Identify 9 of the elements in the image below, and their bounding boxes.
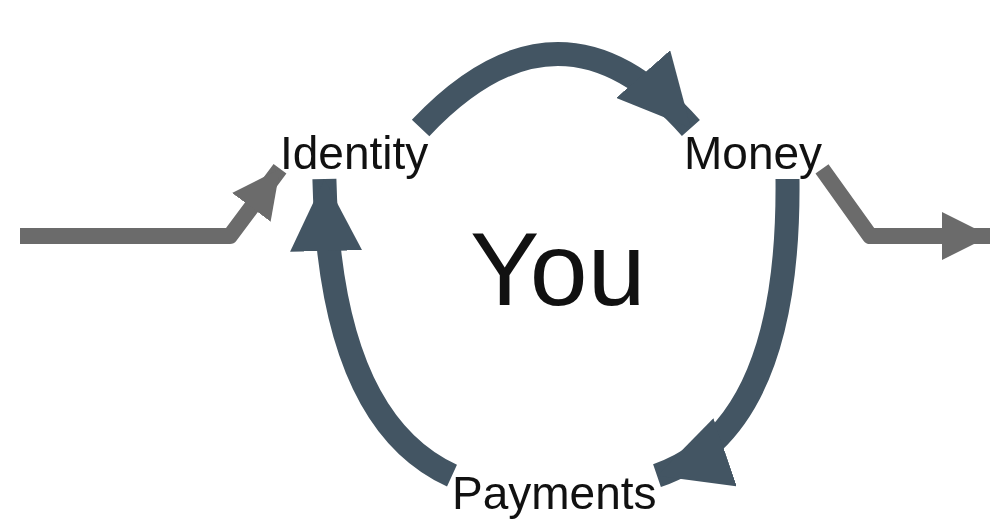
curved-arrow <box>412 42 700 137</box>
curved-arrow <box>291 178 458 487</box>
straight-arrow <box>815 164 990 260</box>
cycle-label: Identity <box>280 128 429 179</box>
straight-arrow <box>20 164 287 244</box>
center-label: You <box>470 212 646 327</box>
cycle-label: Payments <box>452 468 657 519</box>
curved-arrow <box>652 178 800 487</box>
cycle-label: Money <box>684 128 823 179</box>
